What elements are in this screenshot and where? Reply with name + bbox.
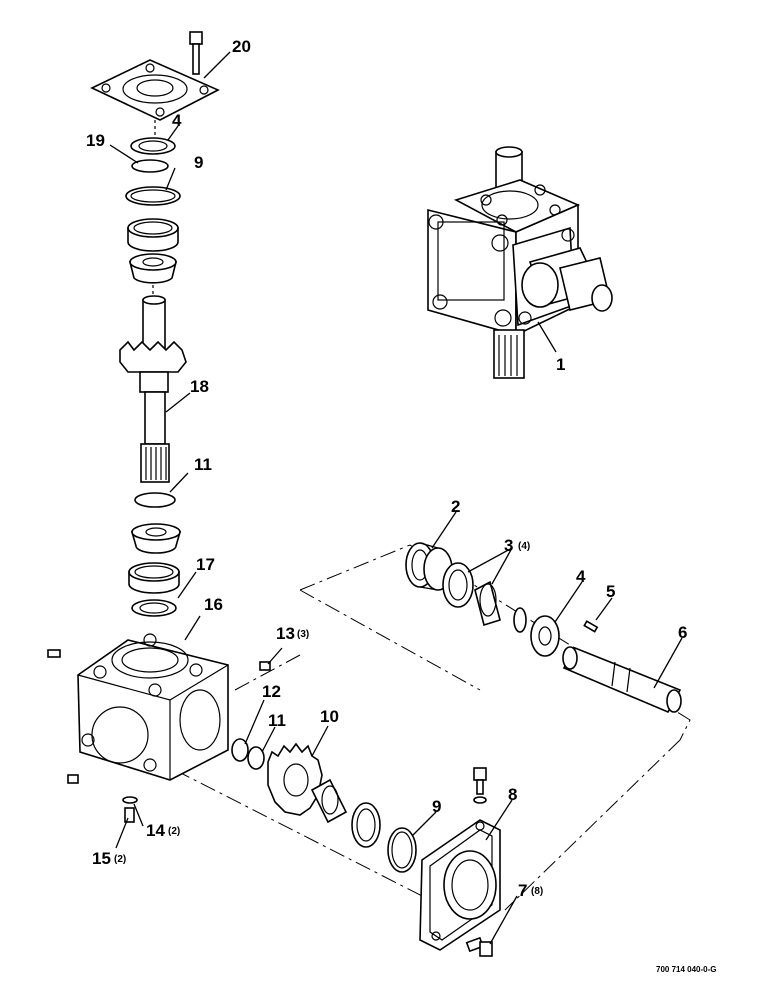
- callout-6: 6: [678, 623, 687, 642]
- gearbox-housing: [47, 633, 271, 823]
- assembled-gearbox: [427, 146, 613, 379]
- callout-10: 10: [320, 707, 339, 726]
- callout-13: 13: [276, 624, 295, 643]
- callout-11-right: 11: [268, 711, 286, 730]
- callout-14: 14: [146, 821, 165, 840]
- callout-14-qty: (2): [168, 826, 180, 837]
- side-cover: [419, 767, 501, 957]
- callout-12: 12: [262, 682, 281, 701]
- callout-2: 2: [451, 497, 460, 516]
- output-shaft-stack: [231, 542, 682, 873]
- callout-20: 20: [232, 37, 251, 56]
- callout-4-top: 4: [172, 111, 182, 130]
- callout-13-qty: (3): [297, 629, 309, 640]
- callout-1: 1: [556, 355, 565, 374]
- callout-15: 15: [92, 849, 111, 868]
- callout-11-top: 11: [194, 455, 212, 474]
- callout-4-right: 4: [576, 567, 586, 586]
- callout-7-qty: (8): [531, 886, 543, 897]
- callout-3: 3: [504, 536, 513, 555]
- callout-labels: 1 2 3 (4) 4 4 5 6 7 (8) 8 9 9 10 11 11 1…: [86, 37, 687, 900]
- callout-9-right: 9: [432, 797, 441, 816]
- callout-7: 7: [518, 881, 527, 900]
- callout-5: 5: [606, 582, 615, 601]
- callout-19: 19: [86, 131, 105, 150]
- leader-lines: [109, 51, 683, 945]
- cover-plate: [90, 59, 220, 121]
- callout-17: 17: [196, 555, 215, 574]
- callout-3-qty: (4): [518, 541, 530, 552]
- callout-15-qty: (2): [114, 854, 126, 865]
- callout-8: 8: [508, 785, 517, 804]
- callout-9-top: 9: [194, 153, 203, 172]
- figure-code: 700 714 040-0-G: [656, 965, 717, 974]
- callout-18: 18: [190, 377, 209, 396]
- input-shaft-stack: [90, 31, 220, 617]
- callout-16: 16: [204, 595, 223, 614]
